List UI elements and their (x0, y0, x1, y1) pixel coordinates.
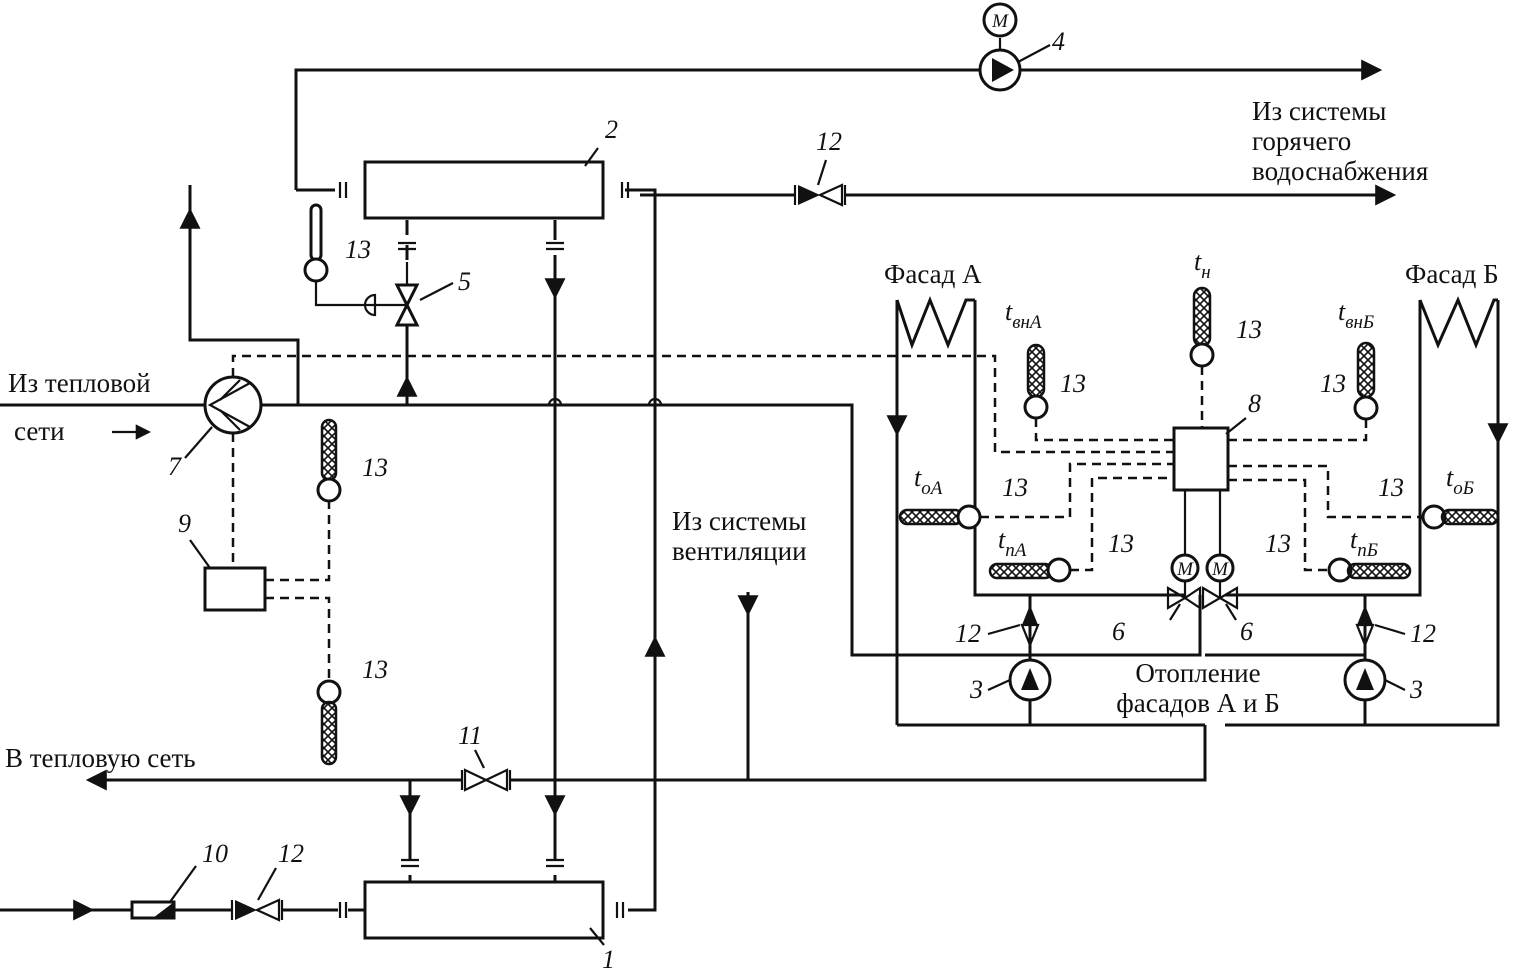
temp-t-return-a: t (914, 463, 922, 492)
check-valve-12-top (793, 183, 847, 207)
from-heat-net-label-2: сети (14, 416, 65, 446)
facade-a-radiator (895, 295, 975, 350)
text-labels: Из тепловой сети В тепловую сеть Из сист… (5, 96, 1499, 773)
motor-letter: M (991, 11, 1009, 32)
callout-7: 7 (168, 452, 182, 481)
callout-13-hw: 13 (345, 235, 371, 264)
from-heat-net-label: Из тепловой (8, 368, 151, 398)
pump-3-left (1008, 658, 1052, 702)
temp-t-return-b: t (1446, 463, 1454, 492)
to-heat-net-label: В тепловую сеть (5, 743, 196, 773)
thermometer-13-return-b (1421, 504, 1500, 530)
callout-13-return-b: 13 (1378, 473, 1404, 502)
callout-3-left: 3 (969, 675, 983, 704)
temp-sub-pA: пА (1005, 540, 1027, 561)
motor-letter: M (1176, 559, 1194, 580)
callout-8: 8 (1248, 389, 1261, 418)
control-valve-5 (363, 262, 420, 327)
temp-sub-pB: пБ (1357, 540, 1378, 561)
thermometer-13-indoor-a (1023, 343, 1049, 420)
svg-text:tоБ: tоБ (1446, 463, 1474, 499)
temp-t-supply-b: t (1350, 525, 1358, 554)
motor-letter: M (1211, 559, 1229, 580)
heat-exchanger-1 (338, 858, 625, 940)
controller-9 (203, 566, 267, 612)
callout-6-left: 6 (1112, 617, 1125, 646)
pump-3-right (1343, 658, 1387, 702)
callout-12-bottom: 12 (278, 839, 304, 868)
check-valve-12-left (1020, 605, 1040, 648)
temp-sub-oB: оБ (1453, 478, 1474, 499)
callout-13-indoor-a: 13 (1060, 369, 1086, 398)
temperature-symbols: tн tвнА tвнБ tоА tоБ tпА tпБ (914, 247, 1474, 561)
facade-b-label: Фасад Б (1405, 259, 1499, 289)
temp-sub-oA: оА (921, 478, 943, 499)
callout-13-supply-b: 13 (1265, 529, 1291, 558)
motorized-valve-6-left: M (1166, 490, 1202, 611)
callout-12-right: 12 (1410, 619, 1436, 648)
facade-b-radiator (1418, 296, 1498, 350)
callout-9: 9 (178, 509, 191, 538)
callout-5: 5 (458, 267, 471, 296)
motorized-valve-6-right: M (1201, 490, 1239, 610)
hot-water-label-3: водоснабжения (1252, 156, 1428, 186)
svg-text:tвнА: tвнА (1005, 297, 1042, 333)
svg-text:tн: tн (1194, 247, 1211, 283)
temp-t-indoor-b: t (1338, 297, 1346, 326)
callout-13-return: 13 (362, 655, 388, 684)
hot-water-label-2: горячего (1252, 126, 1351, 156)
temp-sub-vnB: внБ (1345, 312, 1374, 333)
heating-label-2: фасадов А и Б (1116, 688, 1279, 718)
facade-a-label: Фасад А (884, 259, 982, 289)
svg-text:tоА: tоА (914, 463, 943, 499)
thermometer-13-supply-b (1327, 557, 1412, 583)
thermometer-13-supply (316, 418, 342, 503)
check-valve-12-right (1355, 605, 1375, 648)
circulation-pump-4: M (978, 2, 1022, 92)
callout-11: 11 (458, 721, 482, 750)
temp-sub-n: н (1201, 262, 1210, 283)
callout-4: 4 (1052, 27, 1065, 56)
callout-6-right: 6 (1240, 617, 1253, 646)
temp-sub-vnA: внА (1012, 312, 1042, 333)
heat-exchanger-2 (338, 160, 630, 251)
svg-text:tпА: tпА (998, 525, 1027, 561)
thermometer-13-return-a (898, 504, 982, 530)
callout-13-supply: 13 (362, 453, 388, 482)
svg-text:tвнБ: tвнБ (1338, 297, 1374, 333)
signal-lines (231, 354, 1423, 681)
thermometer-13-supply-a (988, 557, 1072, 583)
thermometer-13-outdoor (1189, 286, 1215, 368)
thermometer-13-indoor-b (1353, 341, 1379, 421)
callout-3-right: 3 (1409, 675, 1423, 704)
ventilation-label-1: Из системы (672, 506, 806, 536)
callout-13-outdoor: 13 (1236, 315, 1262, 344)
temp-t-supply-a: t (998, 525, 1006, 554)
callout-12-left: 12 (955, 619, 981, 648)
callout-1: 1 (602, 945, 615, 974)
temp-t-indoor-a: t (1005, 297, 1013, 326)
controller-8 (1172, 426, 1230, 492)
callout-13-indoor-b: 13 (1320, 369, 1346, 398)
piping (0, 59, 1509, 921)
thermometer-13-hw (303, 203, 375, 307)
callout-13-supply-a: 13 (1108, 529, 1134, 558)
hot-water-label-1: Из системы (1252, 96, 1386, 126)
water-meter-10 (130, 900, 176, 920)
check-valve-12-bottom (230, 898, 284, 922)
temp-t-outdoor: t (1194, 247, 1202, 276)
callout-2: 2 (605, 115, 618, 144)
ventilation-label-2: вентиляции (672, 536, 807, 566)
heating-label-1: Отопление (1135, 658, 1260, 688)
svg-text:tпБ: tпБ (1350, 525, 1378, 561)
callout-13-return-a: 13 (1002, 473, 1028, 502)
thermometer-13-return (316, 679, 342, 766)
callout-12-top: 12 (816, 127, 842, 156)
valve-11 (460, 768, 512, 792)
callout-10: 10 (202, 839, 228, 868)
callouts: 1 2 3 3 4 5 6 6 7 8 9 10 11 12 12 12 12 … (168, 27, 1436, 974)
heat-meter-7 (203, 375, 263, 435)
